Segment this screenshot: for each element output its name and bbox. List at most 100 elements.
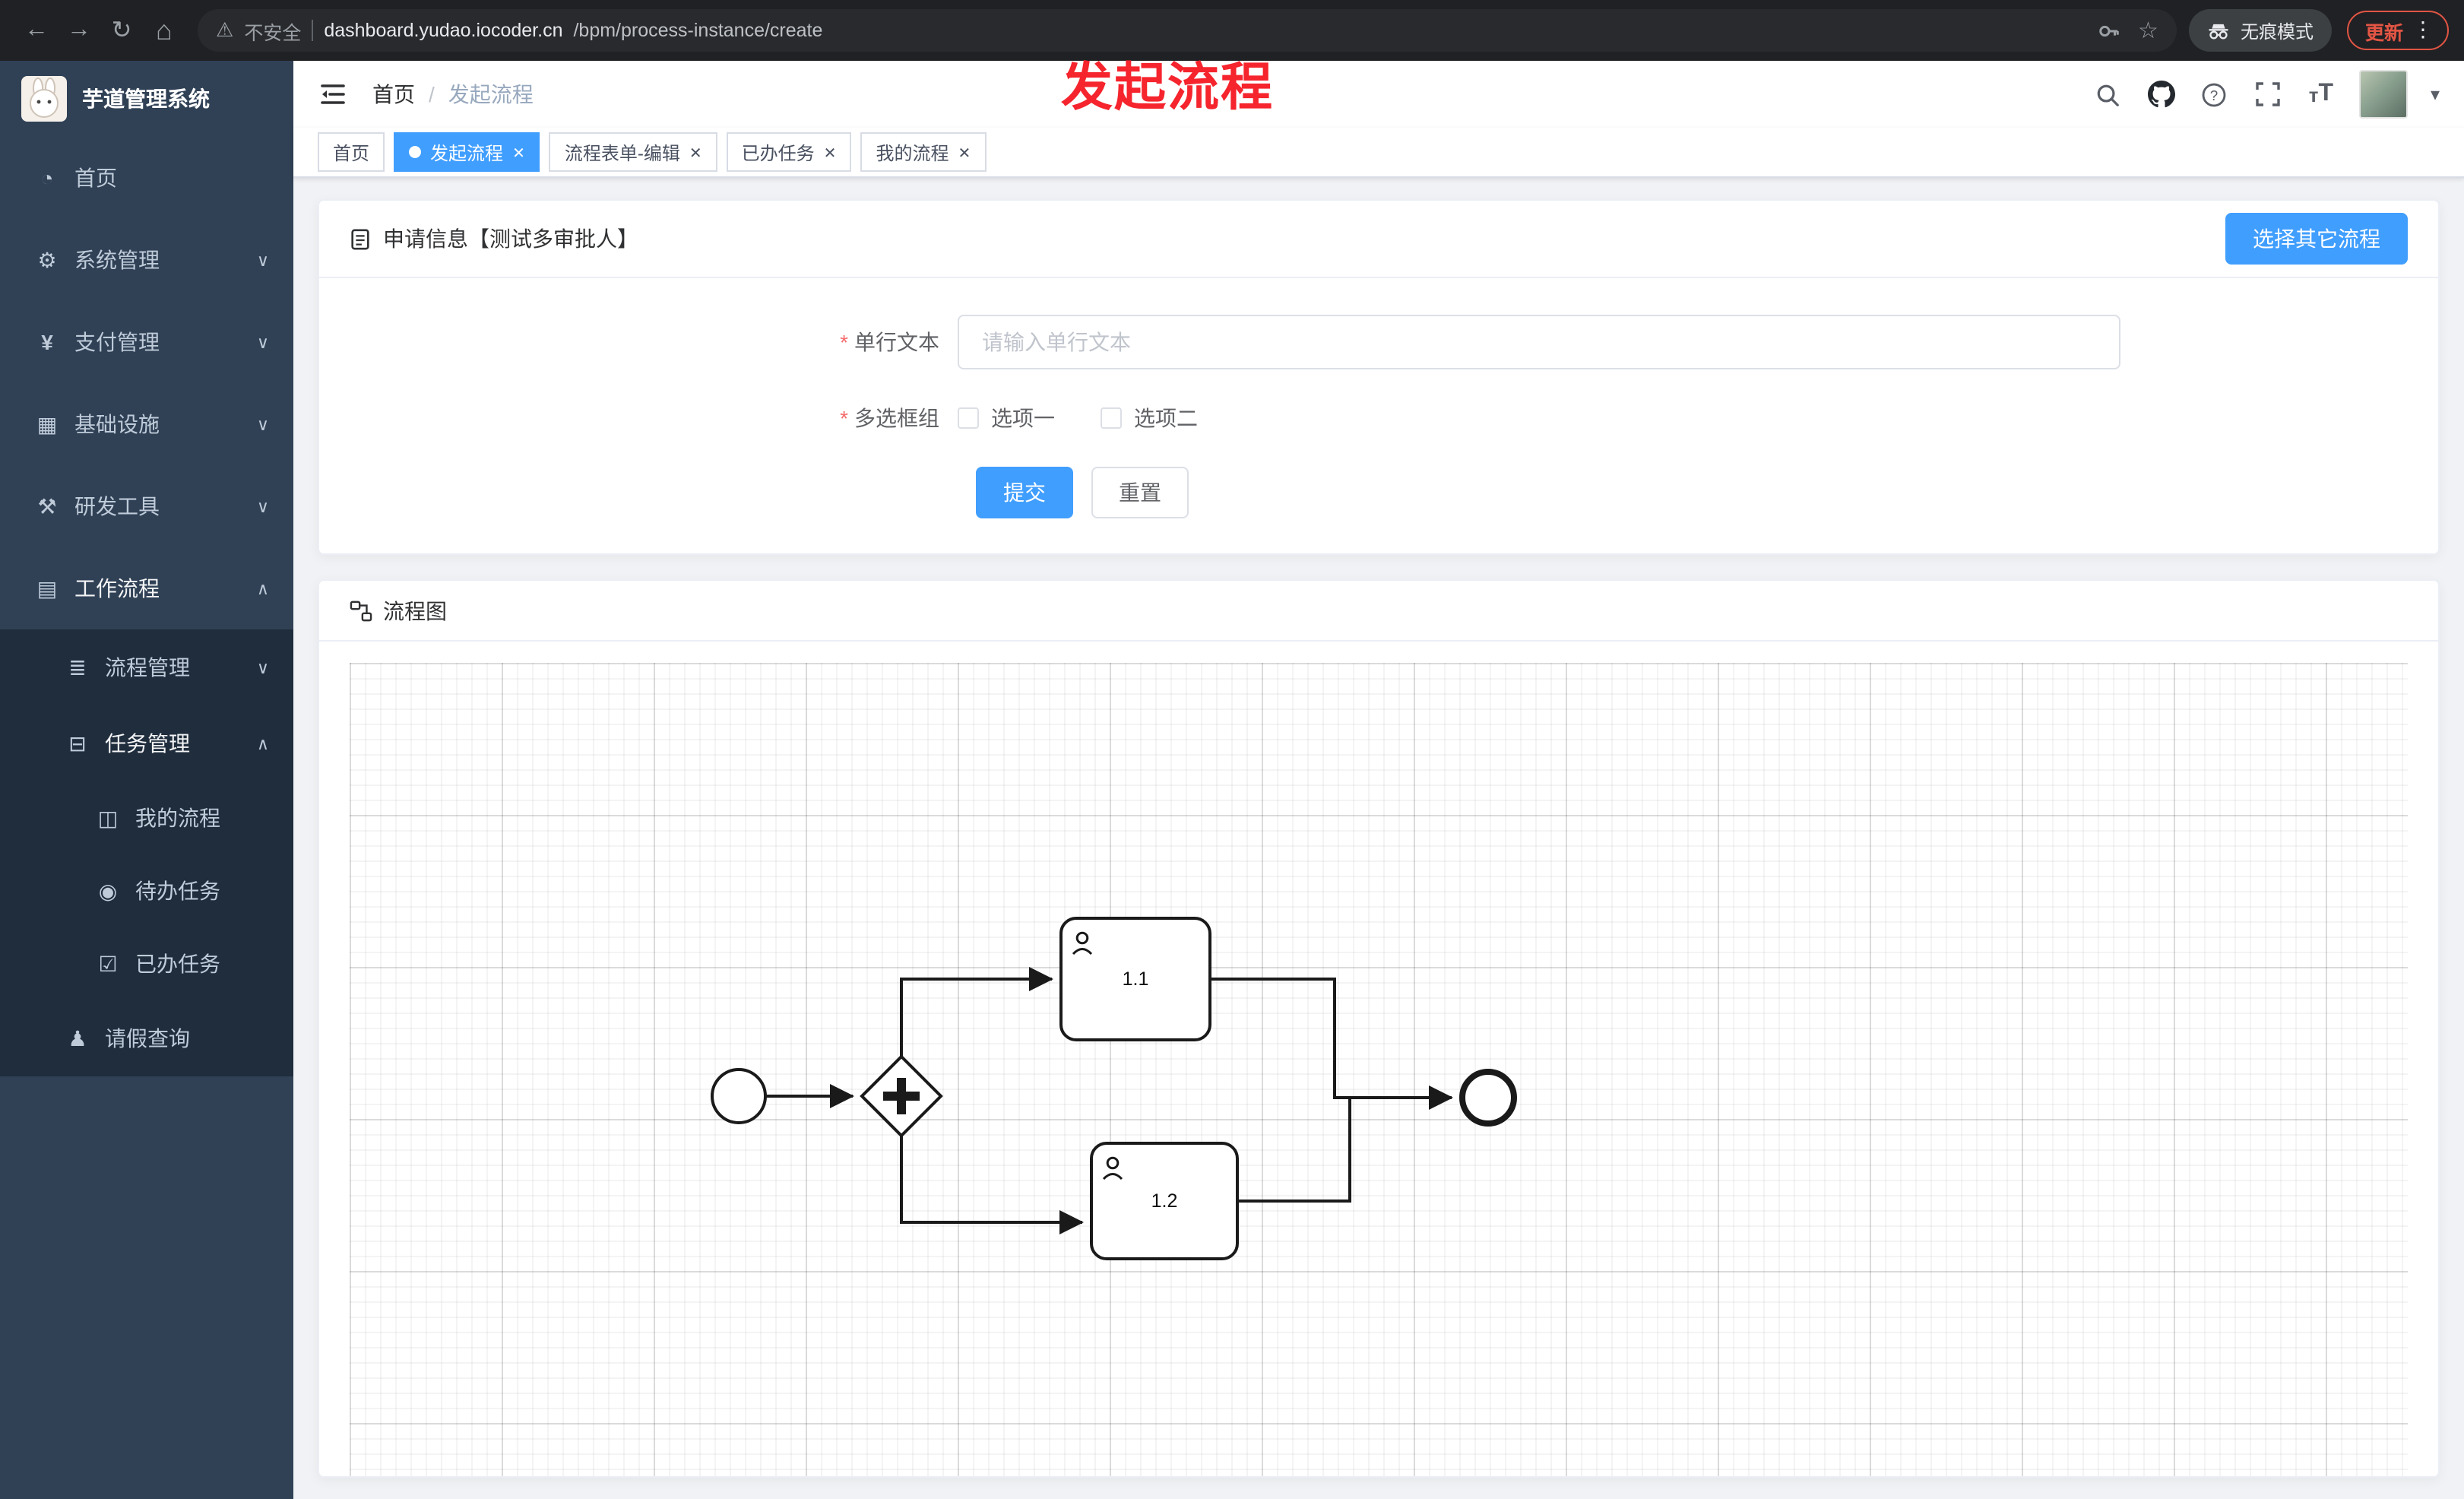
logo-image xyxy=(21,76,67,122)
infrastructure-icon xyxy=(33,411,61,437)
chevron-down-icon xyxy=(257,496,269,516)
checkbox-group-label: 多选框组 xyxy=(350,403,958,433)
chevron-up-icon xyxy=(257,734,269,753)
browser-menu-icon[interactable] xyxy=(2412,17,2434,44)
tab-initiate-process[interactable]: 发起流程 xyxy=(394,132,540,172)
page-header: 首页 / 发起流程 xyxy=(293,61,2464,128)
tab-my-process[interactable]: 我的流程 xyxy=(860,132,987,172)
tab-home[interactable]: 首页 xyxy=(318,132,385,172)
url-path: /bpm/process-instance/create xyxy=(573,20,823,41)
avatar[interactable] xyxy=(2358,70,2408,119)
sidebar-item-workflow[interactable]: 工作流程 xyxy=(0,547,293,629)
close-icon[interactable] xyxy=(512,141,525,163)
incognito-icon xyxy=(2209,23,2228,39)
home-icon[interactable] xyxy=(143,9,185,52)
sidebar-toggle-icon[interactable] xyxy=(318,79,348,109)
sidebar-item-label: 流程管理 xyxy=(105,655,190,680)
user-task-1-1: 1.1 xyxy=(1059,917,1211,1041)
tab-label: 发起流程 xyxy=(430,142,504,163)
reload-icon[interactable] xyxy=(100,9,143,52)
bpmn-grid: 1.1 1.2 xyxy=(350,663,2408,1476)
chevron-down-icon xyxy=(257,414,269,434)
devtools-icon xyxy=(33,493,61,519)
font-size-icon[interactable] xyxy=(2306,79,2336,109)
url-bar[interactable]: 不安全 dashboard.yudao.iocoder.cn /bpm/proc… xyxy=(198,9,2177,52)
close-icon[interactable] xyxy=(689,141,702,163)
user-task-1-2: 1.2 xyxy=(1090,1142,1239,1260)
start-event xyxy=(711,1068,767,1124)
breadcrumb-home[interactable]: 首页 xyxy=(372,82,415,106)
incognito-label: 无痕模式 xyxy=(2240,21,2314,42)
card-title: 申请信息【测试多审批人】 xyxy=(383,227,638,251)
svg-text:?: ? xyxy=(2211,87,2219,103)
diagram-canvas: 1.1 1.2 xyxy=(319,642,2438,1476)
github-icon[interactable] xyxy=(2146,79,2177,109)
sidebar-item-leave-query[interactable]: 请假查询 xyxy=(0,1000,293,1076)
sidebar-item-task-management[interactable]: 任务管理 xyxy=(0,705,293,781)
close-icon[interactable] xyxy=(958,141,971,163)
fullscreen-icon[interactable] xyxy=(2253,79,2283,109)
sidebar-item-label: 基础设施 xyxy=(74,412,160,436)
breadcrumb: 首页 / 发起流程 xyxy=(372,79,534,109)
submit-button[interactable]: 提交 xyxy=(976,467,1073,518)
sidebar: 芋道管理系统 首页 系统管理 支付管理 基础设施 xyxy=(0,61,293,1499)
user-icon xyxy=(1072,931,1093,955)
single-line-text-input[interactable] xyxy=(958,315,2120,369)
sidebar-item-process-management[interactable]: 流程管理 xyxy=(0,629,293,705)
sidebar-item-label: 支付管理 xyxy=(74,330,160,354)
sidebar-item-label: 首页 xyxy=(74,166,117,190)
tab-label: 流程表单-编辑 xyxy=(564,142,680,163)
sidebar-item-home[interactable]: 首页 xyxy=(0,137,293,219)
breadcrumb-current: 发起流程 xyxy=(448,82,534,106)
checkbox-option-1[interactable]: 选项一 xyxy=(958,403,1055,433)
search-icon[interactable] xyxy=(2093,79,2124,109)
checkbox-icon[interactable] xyxy=(958,407,979,429)
sidebar-item-payment-management[interactable]: 支付管理 xyxy=(0,301,293,383)
not-secure-warning-icon[interactable] xyxy=(216,18,233,43)
gear-icon xyxy=(33,247,61,273)
sidebar-item-label: 研发工具 xyxy=(74,494,160,518)
sidebar-item-devtools[interactable]: 研发工具 xyxy=(0,465,293,547)
checkbox-icon[interactable] xyxy=(1101,407,1122,429)
tab-process-form-edit[interactable]: 流程表单-编辑 xyxy=(549,132,717,172)
chevron-down-icon xyxy=(257,332,269,352)
sidebar-item-label: 系统管理 xyxy=(74,248,160,272)
reset-button[interactable]: 重置 xyxy=(1091,467,1189,518)
workflow-icon xyxy=(33,575,61,601)
update-button[interactable]: 更新 xyxy=(2346,11,2449,50)
tabs-bar: 首页 发起流程 流程表单-编辑 已办任务 我的流程 xyxy=(293,128,2464,178)
update-label: 更新 xyxy=(2364,22,2403,43)
bpmn-diagram: 1.1 1.2 xyxy=(711,917,1517,1260)
card-title: 流程图 xyxy=(383,598,447,623)
person-icon xyxy=(64,1025,91,1051)
sidebar-item-my-process[interactable]: 我的流程 xyxy=(0,781,293,854)
forward-icon[interactable] xyxy=(58,9,100,52)
bookmark-star-icon[interactable] xyxy=(2138,17,2158,44)
my-process-icon xyxy=(94,805,122,831)
tab-done-tasks[interactable]: 已办任务 xyxy=(726,132,852,172)
help-icon[interactable]: ? xyxy=(2200,79,2230,109)
sidebar-item-done-tasks[interactable]: 已办任务 xyxy=(0,927,293,1000)
flow-gateway-to-task1 xyxy=(900,967,1053,1057)
checkbox-option-2[interactable]: 选项二 xyxy=(1101,403,1198,433)
avatar-caret-icon[interactable] xyxy=(2431,81,2440,108)
sidebar-item-infrastructure[interactable]: 基础设施 xyxy=(0,383,293,465)
process-diagram-card: 流程图 xyxy=(318,579,2440,1478)
close-icon[interactable] xyxy=(824,141,837,163)
select-other-flow-button[interactable]: 选择其它流程 xyxy=(2225,213,2408,265)
back-icon[interactable] xyxy=(15,9,58,52)
sidebar-item-label: 待办任务 xyxy=(135,879,220,903)
url-domain: dashboard.yudao.iocoder.cn xyxy=(324,20,563,41)
payment-icon xyxy=(33,330,61,354)
sidebar-item-system-management[interactable]: 系统管理 xyxy=(0,219,293,301)
app-logo[interactable]: 芋道管理系统 xyxy=(0,61,293,137)
browser-chrome: 不安全 dashboard.yudao.iocoder.cn /bpm/proc… xyxy=(0,0,2464,61)
sidebar-item-todo-tasks[interactable]: 待办任务 xyxy=(0,854,293,927)
checkbox-label: 选项二 xyxy=(1134,406,1198,430)
flow-gateway-to-task2 xyxy=(900,1136,1084,1234)
key-icon[interactable] xyxy=(2097,19,2120,42)
user-icon xyxy=(1102,1156,1123,1181)
incognito-badge: 无痕模式 xyxy=(2188,9,2332,52)
chevron-up-icon xyxy=(257,578,269,598)
flow-task2-to-end xyxy=(1237,1085,1453,1203)
